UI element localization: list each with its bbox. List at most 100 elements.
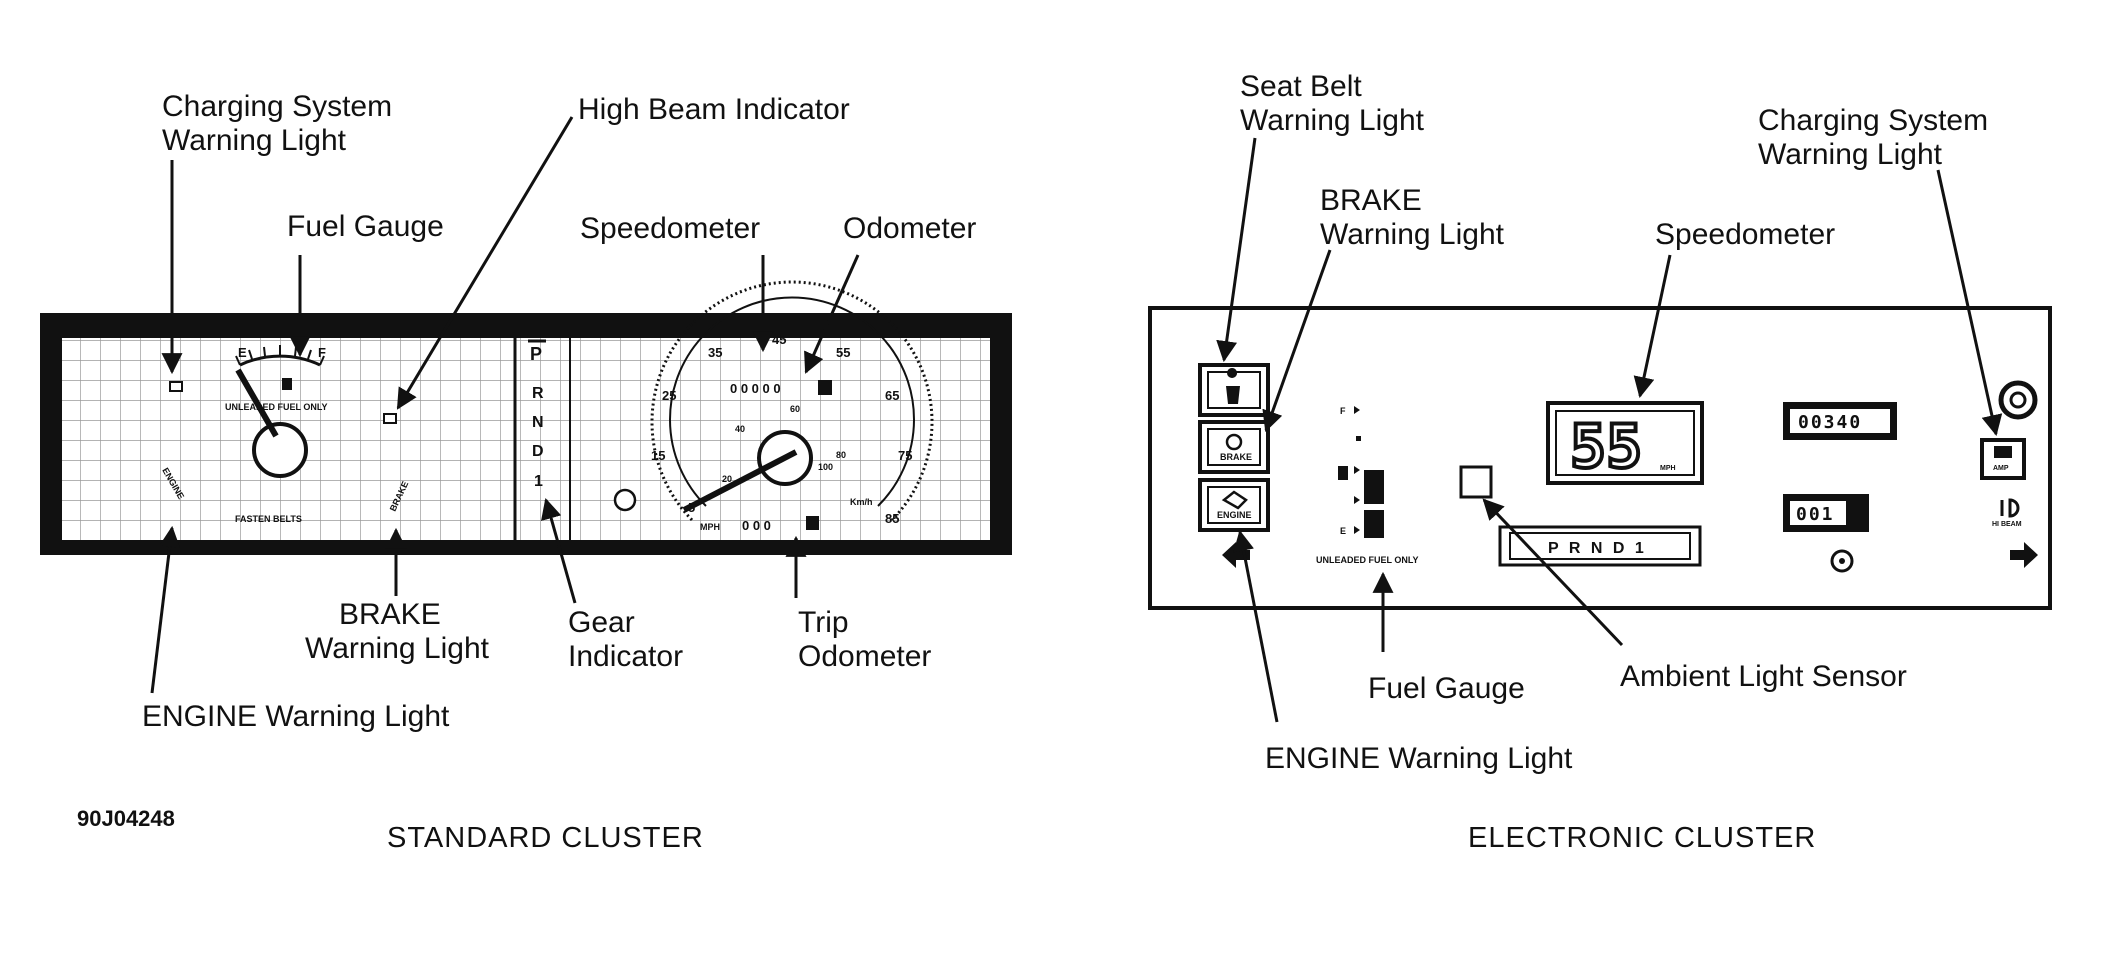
label-std-odometer: Odometer xyxy=(843,212,977,245)
gear-letter-p: P xyxy=(530,344,542,364)
fuel-f-mark: F xyxy=(318,345,326,360)
charging-warning-lamp xyxy=(1980,438,2026,480)
speed-tick-5: 5 xyxy=(688,500,695,515)
electronic-odometer-digits: 00340 xyxy=(1798,412,1862,433)
ambient-light-sensor xyxy=(1459,465,1493,499)
leader-ele-speedometer xyxy=(1633,254,1672,399)
label-ele-brake-line1: BRAKE xyxy=(1320,184,1422,217)
standard-bezel xyxy=(40,313,1012,555)
gear-letter-1: 1 xyxy=(534,473,543,490)
gear-letter-d: D xyxy=(532,443,544,460)
fuel-gauge-hub xyxy=(252,422,308,478)
speed-tick-45: 45 xyxy=(772,332,786,347)
speed-tick-15: 15 xyxy=(651,448,665,463)
electronic-cluster: BRAKE ENGINE F E UNLEADED FUEL ONLY 55 M… xyxy=(1148,137,2052,723)
leader-std-gear xyxy=(541,497,577,604)
label-ele-brake-line2: Warning Light xyxy=(1320,218,1504,251)
leader-ele-charging xyxy=(1936,169,2003,437)
brake-lamp-label: BRAKE xyxy=(1220,452,1252,462)
label-std-brake-line1: BRAKE xyxy=(339,598,441,631)
label-std-gear-line2: Indicator xyxy=(568,640,684,673)
seat-belt-icon xyxy=(1226,368,1240,404)
label-ele-seat-belt-line1: Seat Belt xyxy=(1240,70,1362,103)
label-std-speedometer: Speedometer xyxy=(580,212,761,245)
high-beam-icon xyxy=(2000,498,2020,518)
label-std-gear-line1: Gear xyxy=(568,606,635,639)
fuel-bar-lower xyxy=(1364,510,1384,538)
kmh-tick-80: 80 xyxy=(836,450,846,460)
label-std-brake-line2: Warning Light xyxy=(305,632,489,665)
fuel-bar-upper xyxy=(1364,470,1384,504)
caption-electronic-cluster: ELECTRONIC CLUSTER xyxy=(1468,822,1817,854)
left-turn-arrow-icon xyxy=(1222,542,1250,568)
label-ele-charging-line2: Warning Light xyxy=(1758,138,1942,171)
speed-tick-35: 35 xyxy=(708,345,722,360)
label-std-fuel-gauge: Fuel Gauge xyxy=(287,210,444,243)
label-ele-seat-belt-line2: Warning Light xyxy=(1240,104,1424,137)
gear-display-text: P R N D 1 xyxy=(1548,540,1647,557)
kmh-text: Km/h xyxy=(850,497,873,507)
amp-label: AMP xyxy=(1993,465,2009,472)
label-ele-charging-line1: Charging System xyxy=(1758,104,1989,137)
charging-warning-lamp xyxy=(169,381,183,392)
fuel-e-mark: E xyxy=(1340,526,1346,536)
label-ele-ambient-sensor: Ambient Light Sensor xyxy=(1620,660,1907,693)
speed-tick-75: 75 xyxy=(898,448,912,463)
leader-std-engine xyxy=(150,525,181,694)
fasten-belts-text: FASTEN BELTS xyxy=(235,514,302,524)
brake-icon xyxy=(1225,433,1243,451)
digital-speedometer xyxy=(1546,401,1704,485)
speedometer-inner-arc xyxy=(669,296,915,507)
label-std-charging-line1: Charging System xyxy=(162,90,393,123)
high-beam-lamp xyxy=(383,413,397,424)
figure-code: 90J04248 xyxy=(77,806,175,831)
label-ele-engine: ENGINE Warning Light xyxy=(1265,742,1573,775)
label-std-trip-line2: Odometer xyxy=(798,640,932,673)
leader-ele-seat-belt xyxy=(1216,137,1257,363)
label-std-high-beam: High Beam Indicator xyxy=(578,93,850,126)
digital-speed-unit: MPH xyxy=(1660,465,1676,472)
fuel-gauge-arc xyxy=(239,354,321,367)
kmh-tick-100: 100 xyxy=(818,462,833,472)
leader-std-odometer xyxy=(804,254,860,374)
speed-tick-55: 55 xyxy=(836,345,850,360)
brake-lamp xyxy=(1198,420,1270,474)
fuel-f-mark: F xyxy=(1340,406,1346,416)
right-turn-arrow-icon xyxy=(2010,542,2038,568)
digital-speed-value: 55 xyxy=(1570,412,1642,482)
standard-cluster: E F UNLEADED FUEL ONLY ENGINE BRAKE FAST… xyxy=(40,116,1012,694)
speed-tick-25: 25 xyxy=(662,388,676,403)
kmh-tick-20: 20 xyxy=(722,474,732,484)
leader-ele-ambient xyxy=(1482,498,1624,647)
gear-letter-r: R xyxy=(532,385,544,402)
trip-odometer-digits: 0 0 0 xyxy=(742,518,771,533)
caption-standard-cluster: STANDARD CLUSTER xyxy=(387,822,704,854)
mph-text: MPH xyxy=(700,522,720,532)
unleaded-fuel-text: UNLEADED FUEL ONLY xyxy=(1316,555,1419,565)
trip-tenths-wheel xyxy=(806,516,819,530)
kmh-tick-60: 60 xyxy=(790,404,800,414)
kmh-tick-40: 40 xyxy=(735,424,745,434)
unleaded-fuel-text: UNLEADED FUEL ONLY xyxy=(225,402,328,412)
label-std-trip-line1: Trip xyxy=(798,606,849,639)
speed-tick-65: 65 xyxy=(885,388,899,403)
speed-tick-85: 85 xyxy=(885,511,899,526)
engine-icon xyxy=(1221,490,1248,510)
leader-ele-engine xyxy=(1233,529,1279,723)
engine-lamp-label: ENGINE xyxy=(1217,510,1252,520)
leader-std-high-beam xyxy=(396,116,574,410)
fuel-pump-icon xyxy=(1338,466,1348,480)
engine-lamp xyxy=(1198,478,1270,532)
label-ele-speedometer: Speedometer xyxy=(1655,218,1836,251)
odometer-digits: 0 0 0 0 0 xyxy=(730,381,781,396)
electronic-trip-digits: 001 xyxy=(1796,504,1835,525)
speedometer-needle xyxy=(682,449,798,513)
leader-ele-brake xyxy=(1262,249,1332,432)
fuel-gauge-needle xyxy=(235,368,279,438)
gear-letter-n: N xyxy=(532,414,544,431)
fuel-pump-icon xyxy=(282,378,292,390)
odometer-tenths-wheel xyxy=(818,380,832,395)
label-ele-fuel-gauge: Fuel Gauge xyxy=(1368,672,1525,705)
standard-face xyxy=(62,338,990,540)
